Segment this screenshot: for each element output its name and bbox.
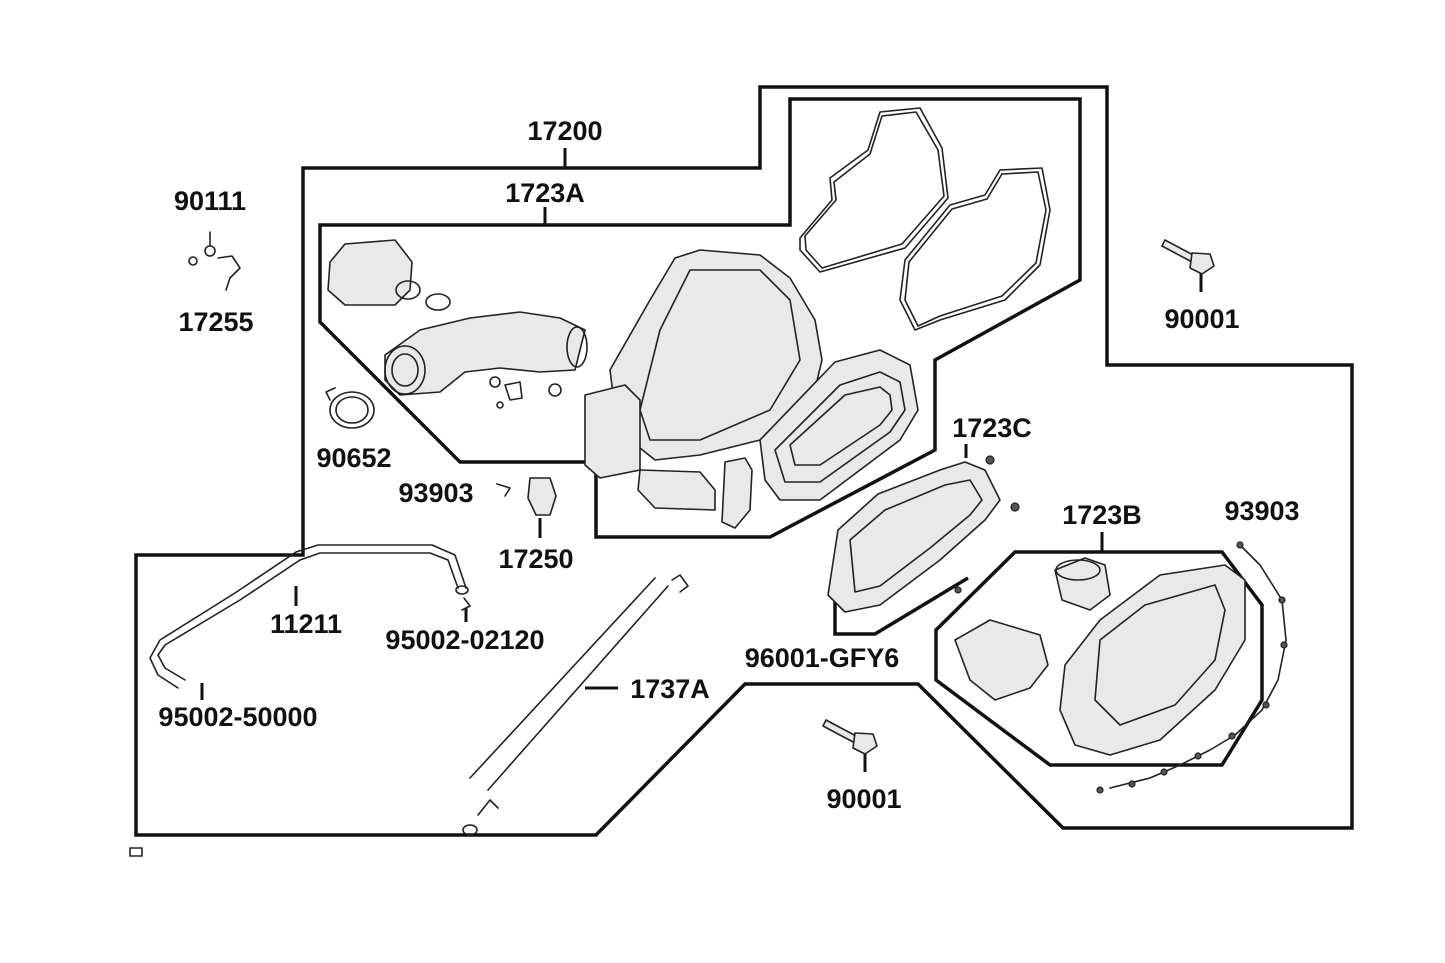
subassembly-frame-1723A <box>318 97 1082 539</box>
callout-90001-bottom: 90001 <box>826 784 901 814</box>
filter-frame-1723C-part <box>827 455 1020 613</box>
callout-90652: 90652 <box>316 443 391 473</box>
screws-93903-part <box>1096 541 1288 794</box>
clamp-90652-part <box>325 387 375 429</box>
air-cleaner-housing-part <box>584 249 823 529</box>
callout-96001-GFY6: 96001-GFY6 <box>745 643 900 673</box>
clip-17250-part <box>496 477 557 516</box>
corner-mark-icon <box>129 847 143 857</box>
callout-95002-02120: 95002-02120 <box>385 625 544 655</box>
screw-clip-part <box>188 231 241 291</box>
callout-90111: 90111 <box>174 186 246 216</box>
subassembly-frame-96001 <box>833 576 969 636</box>
subassembly-frame-1723B <box>934 550 1264 767</box>
housing-cover-part <box>759 349 919 501</box>
callout-17255: 17255 <box>178 307 253 337</box>
callout-1723B: 1723B <box>1062 500 1142 530</box>
callout-11211: 11211 <box>270 609 342 639</box>
callout-1723A: 1723A <box>505 178 585 208</box>
assembly-frame-17200 <box>134 85 1354 837</box>
callout-95002-50000: 95002-50000 <box>158 702 317 732</box>
bolt-90001-bottom-part <box>822 719 878 755</box>
bolt-90001-top-part <box>1161 239 1215 275</box>
hose-11211-part <box>149 544 471 689</box>
callout-93903-right: 93903 <box>1224 496 1299 526</box>
fittings-part <box>489 376 562 409</box>
callout-93903-left: 93903 <box>398 478 473 508</box>
callout-1737A: 1737A <box>630 674 710 704</box>
callout-17200: 17200 <box>527 116 602 146</box>
tube-1737A-part <box>462 574 689 836</box>
filter-cover-1723B-part <box>954 557 1246 756</box>
callout-17250: 17250 <box>498 544 573 574</box>
callout-1723C: 1723C <box>952 413 1032 443</box>
gasket-part <box>799 107 1051 331</box>
callout-90001-top: 90001 <box>1164 304 1239 334</box>
intake-duct-part <box>327 239 588 396</box>
